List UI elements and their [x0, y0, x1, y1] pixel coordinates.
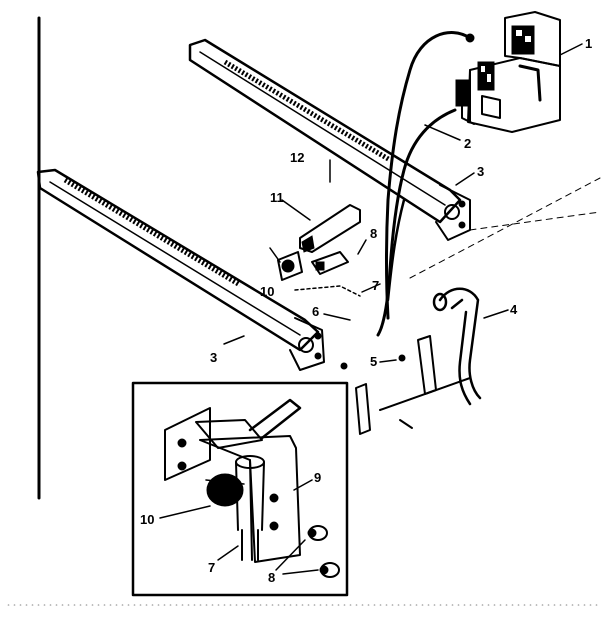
callout-9: 9 — [314, 470, 321, 485]
callout-2: 2 — [464, 136, 471, 151]
callout-8: 8 — [370, 226, 377, 241]
upper-burner — [188, 38, 471, 241]
detail-screws — [307, 525, 340, 578]
gas-valve — [455, 11, 561, 133]
thermocouple-nut — [465, 33, 475, 43]
pilot-supply-tube — [376, 108, 457, 337]
callout-11: 11 — [270, 190, 284, 205]
callout-5: 5 — [370, 354, 377, 369]
callout-10-detail: 10 — [140, 512, 154, 527]
callout-6: 6 — [312, 304, 319, 319]
detail-pilot-bracket — [164, 398, 302, 563]
callout-8-detail: 8 — [268, 570, 275, 585]
callout-12: 12 — [290, 150, 304, 165]
callout-3-lower: 3 — [210, 350, 217, 365]
mounting-bracket — [340, 335, 471, 435]
alignment-line-mid — [469, 211, 601, 231]
orifice-elbow — [432, 287, 482, 406]
callout-7-detail: 7 — [208, 560, 215, 575]
callout-7: 7 — [372, 278, 379, 293]
pilot-assembly — [277, 204, 361, 297]
leader-lines — [159, 43, 583, 575]
thermocouple-tube — [385, 31, 472, 320]
alignment-line-right — [409, 177, 601, 279]
detail-inset-frame — [131, 381, 349, 597]
callout-1: 1 — [585, 36, 592, 51]
callout-10: 10 — [260, 284, 274, 299]
callout-3-upper: 3 — [477, 164, 484, 179]
lower-burner — [36, 168, 325, 371]
callout-4: 4 — [510, 302, 518, 317]
